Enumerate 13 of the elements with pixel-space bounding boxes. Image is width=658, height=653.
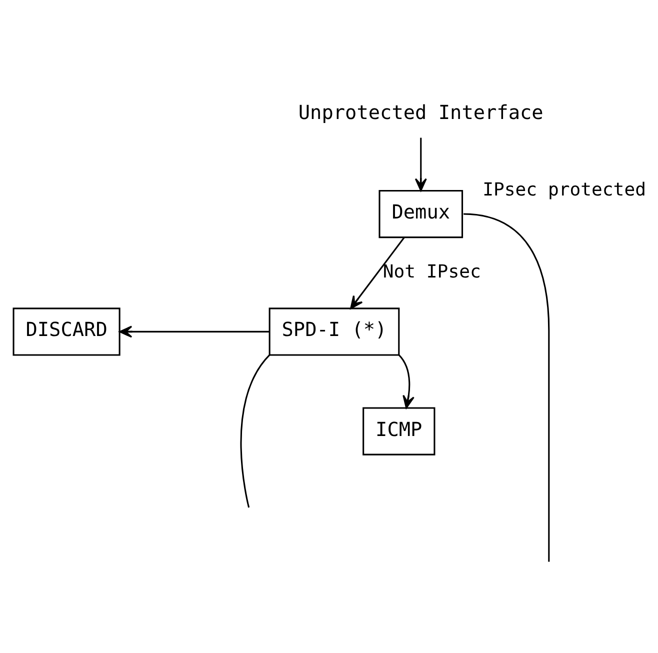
connector bbox=[240, 354, 270, 508]
edge-label: Not IPsec bbox=[382, 261, 481, 282]
arrow bbox=[414, 137, 427, 191]
connector bbox=[464, 212, 550, 562]
node-box: SPD-I (*) bbox=[268, 307, 400, 356]
node-box: Demux bbox=[378, 189, 464, 238]
edge-label: IPsec protected bbox=[482, 178, 646, 200]
node-text: Unprotected Interface bbox=[298, 100, 544, 124]
arrow bbox=[350, 236, 405, 309]
arrow bbox=[398, 354, 414, 408]
arrow bbox=[119, 325, 270, 338]
node-box: DISCARD bbox=[12, 307, 120, 356]
node-box: ICMP bbox=[362, 406, 436, 455]
